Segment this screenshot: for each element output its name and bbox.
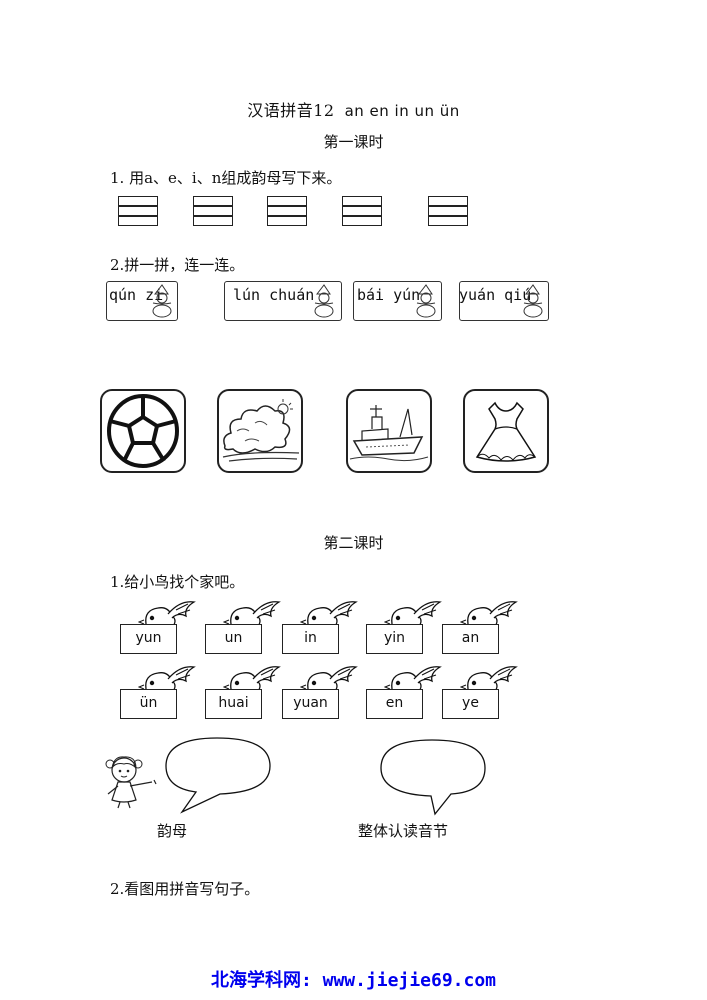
pinyin-box[interactable]: ye	[442, 689, 499, 719]
speech-bubble-right[interactable]	[375, 738, 490, 816]
pinyin-box[interactable]: an	[442, 624, 499, 654]
pinyin-box[interactable]: un	[205, 624, 262, 654]
pinyin-box[interactable]: en	[366, 689, 423, 719]
dress-icon	[475, 401, 537, 462]
pinyin-card[interactable]: qún zi	[106, 281, 178, 321]
title-pinyin: an en in un ün	[344, 102, 460, 120]
pinyin-box[interactable]: yun	[120, 624, 177, 654]
bubble-label-finals: 韵母	[157, 822, 188, 840]
writing-grid[interactable]	[193, 196, 233, 226]
worksheet-title: 汉语拼音12 an en in un ün	[0, 97, 707, 121]
writing-grid[interactable]	[428, 196, 468, 226]
writing-grid[interactable]	[342, 196, 382, 226]
ship-icon	[349, 405, 429, 462]
pinyin-box[interactable]: yuan	[282, 689, 339, 719]
soccer-ball-icon	[107, 394, 179, 468]
pinyin-box[interactable]: ün	[120, 689, 177, 719]
pinyin-box[interactable]: in	[282, 624, 339, 654]
lesson-2-heading: 第二课时	[323, 534, 384, 552]
picture-card-ship[interactable]	[346, 389, 432, 473]
pinyin-card-text: qún zi	[109, 286, 164, 304]
pinyin-card[interactable]: lún chuán	[224, 281, 342, 321]
speech-bubble-left[interactable]	[160, 736, 275, 814]
pinyin-card[interactable]: bái yún	[353, 281, 442, 321]
picture-card-dress[interactable]	[463, 389, 549, 473]
bubble-label-whole-syllables: 整体认读音节	[358, 822, 449, 840]
snowman-icon	[416, 284, 436, 318]
girl-icon	[105, 756, 157, 809]
picture-card-cloud[interactable]	[217, 389, 303, 473]
question-1-2: 2.拼一拼，连一连。	[110, 256, 245, 274]
snowman-icon	[523, 284, 543, 318]
snowman-icon	[314, 284, 334, 318]
picture-card-ball[interactable]	[100, 389, 186, 473]
question-1-1: 1. 用a、e、i、n组成韵母写下来。	[110, 169, 342, 187]
writing-grid[interactable]	[118, 196, 158, 226]
bird-icon	[459, 663, 522, 709]
cloud-icon	[222, 399, 300, 462]
footer-watermark: 北海学科网: www.jiejie69.com	[210, 970, 497, 991]
pinyin-card[interactable]: yuán qiú	[459, 281, 549, 321]
lesson-1-heading: 第一课时	[323, 133, 384, 151]
question-2-2: 2.看图用拼音写句子。	[110, 880, 260, 898]
pinyin-card-text: bái yún	[357, 286, 421, 304]
snowman-icon	[152, 284, 172, 318]
pinyin-box[interactable]: huai	[205, 689, 262, 719]
pinyin-card-text: lún chuán	[233, 286, 315, 304]
pinyin-card-text: yuán qiú	[459, 286, 532, 304]
title-text: 汉语拼音12	[247, 101, 335, 120]
writing-grid[interactable]	[267, 196, 307, 226]
question-2-1: 1.给小鸟找个家吧。	[110, 573, 245, 591]
pinyin-box[interactable]: yin	[366, 624, 423, 654]
